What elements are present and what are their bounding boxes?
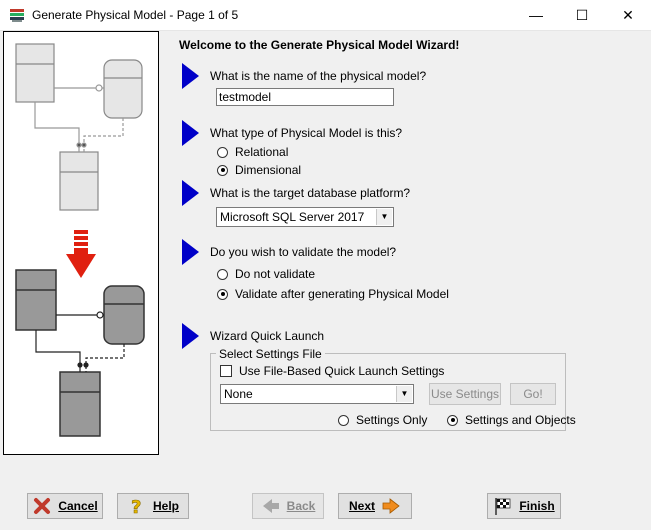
use-settings-label: Use Settings (430, 387, 500, 401)
chevron-down-icon[interactable]: ▼ (396, 386, 412, 402)
app-icon (10, 9, 24, 22)
cancel-button[interactable]: Cancel (27, 493, 103, 519)
radio-settings-and-objects-label: Settings and Objects (465, 413, 576, 427)
help-button[interactable]: ? Help (117, 493, 189, 519)
radio-dimensional-indicator[interactable] (217, 164, 228, 176)
radio-relational-indicator[interactable] (217, 146, 228, 158)
back-button[interactable]: Back (252, 493, 324, 519)
settings-file-group (210, 353, 566, 431)
platform-select[interactable]: Microsoft SQL Server 2017 ▼ (216, 207, 394, 227)
svg-text:?: ? (131, 497, 141, 516)
question-model-type: What type of Physical Model is this? (210, 126, 403, 140)
finish-button[interactable]: Finish (487, 493, 561, 519)
cancel-x-icon (34, 498, 51, 514)
window-title: Generate Physical Model - Page 1 of 5 (32, 8, 239, 22)
step-arrow-icon (182, 239, 199, 265)
finish-label: Finish (519, 499, 555, 513)
file-based-settings-label: Use File-Based Quick Launch Settings (239, 364, 445, 378)
go-label: Go! (523, 387, 543, 401)
chevron-down-icon[interactable]: ▼ (376, 209, 392, 225)
wizard-heading: Welcome to the Generate Physical Model W… (179, 38, 460, 52)
settings-file-select[interactable]: None ▼ (220, 384, 414, 404)
back-arrow-icon (262, 499, 279, 513)
radio-relational-label: Relational (235, 145, 289, 159)
use-settings-button[interactable]: Use Settings (429, 383, 501, 405)
radio-settings-and-objects[interactable]: Settings and Objects (447, 412, 576, 428)
title-bar: Generate Physical Model - Page 1 of 5 — … (0, 0, 651, 31)
minimize-button[interactable]: — (513, 0, 559, 30)
question-quick-launch: Wizard Quick Launch (210, 329, 325, 343)
radio-settings-only-indicator[interactable] (338, 414, 349, 426)
next-arrow-icon (382, 498, 400, 514)
help-question-icon: ? (131, 497, 142, 516)
maximize-icon: ☐ (575, 7, 589, 23)
model-diagram-illustration (15, 43, 145, 437)
radio-do-not-validate-label: Do not validate (235, 267, 316, 281)
step-arrow-icon (182, 63, 199, 89)
radio-settings-only[interactable]: Settings Only (338, 412, 427, 428)
settings-file-select-value: None (224, 387, 253, 401)
question-target-platform: What is the target database platform? (210, 186, 411, 200)
step-arrow-icon (182, 323, 199, 349)
radio-validate-after[interactable]: Validate after generating Physical Model (217, 286, 449, 302)
file-based-settings-checkbox[interactable] (220, 365, 232, 377)
radio-validate-after-label: Validate after generating Physical Model (235, 287, 449, 301)
platform-select-value: Microsoft SQL Server 2017 (220, 210, 365, 224)
next-button[interactable]: Next (338, 493, 412, 519)
file-based-settings-checkbox-row[interactable]: Use File-Based Quick Launch Settings (220, 364, 444, 378)
step-arrow-icon (182, 180, 199, 206)
back-label: Back (286, 499, 316, 513)
close-button[interactable]: ✕ (605, 0, 651, 30)
radio-do-not-validate[interactable]: Do not validate (217, 266, 315, 282)
close-icon: ✕ (622, 7, 634, 23)
go-button[interactable]: Go! (510, 383, 556, 405)
radio-settings-only-label: Settings Only (356, 413, 428, 427)
radio-relational[interactable]: Relational (217, 144, 288, 160)
radio-dimensional-label: Dimensional (235, 163, 302, 177)
radio-do-not-validate-indicator[interactable] (217, 268, 228, 280)
radio-validate-after-indicator[interactable] (217, 288, 228, 300)
question-validate: Do you wish to validate the model? (210, 245, 397, 259)
radio-settings-and-objects-indicator[interactable] (447, 414, 458, 426)
maximize-button[interactable]: ☐ (559, 0, 605, 30)
step-arrow-icon (182, 120, 199, 146)
help-label: Help (152, 499, 179, 513)
question-model-name: What is the name of the physical model? (210, 69, 427, 83)
model-name-input[interactable] (216, 88, 394, 106)
radio-dimensional[interactable]: Dimensional (217, 162, 301, 178)
cancel-label: Cancel (58, 499, 98, 513)
next-label: Next (348, 499, 375, 513)
checkered-flag-icon (495, 498, 511, 515)
minimize-icon: — (529, 7, 543, 23)
settings-file-group-label: Select Settings File (216, 347, 325, 361)
wizard-illustration (3, 31, 159, 455)
